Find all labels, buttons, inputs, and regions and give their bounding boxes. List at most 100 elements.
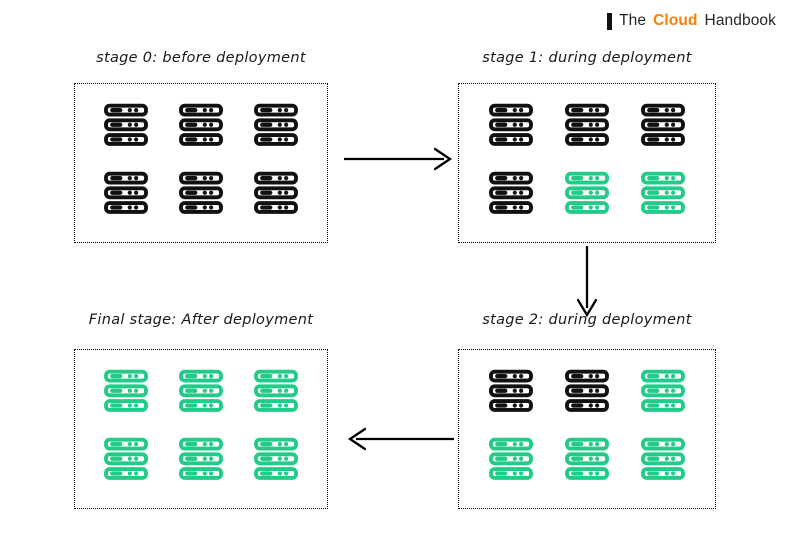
server-indicator-dot	[512, 190, 517, 195]
server-indicator-dot	[134, 456, 139, 461]
server-status-pill	[495, 190, 508, 195]
server-indicator-dot	[277, 190, 282, 195]
server-status-pill	[185, 388, 198, 393]
server-rack-icon	[179, 437, 223, 480]
server-status-pill	[110, 456, 123, 461]
server-indicator-dot	[283, 108, 288, 113]
server-indicator-dot	[671, 456, 676, 461]
server-indicator-dot	[134, 137, 139, 142]
server-rack-icon	[565, 437, 609, 480]
server-indicator-dot	[128, 388, 133, 393]
server-status-pill	[647, 403, 660, 408]
server-indicator-dot	[588, 137, 593, 142]
server-status-pill	[259, 388, 273, 393]
server-cell	[484, 101, 538, 155]
server-tier-outline	[253, 452, 298, 466]
server-tier-outline	[104, 467, 149, 480]
server-tier-outline	[641, 437, 685, 451]
server-indicator-dot	[595, 176, 600, 181]
server-grid-2	[459, 350, 715, 508]
server-tier-outline	[253, 399, 298, 412]
server-indicator-dot	[512, 456, 517, 461]
server-indicator-dot	[202, 456, 207, 461]
server-status-pill	[647, 442, 660, 447]
server-indicator-dot	[588, 205, 593, 210]
server-rack-icon	[641, 437, 685, 480]
server-tier-outline	[565, 452, 609, 466]
server-indicator-dot	[277, 122, 282, 127]
server-indicator-dot	[283, 442, 288, 447]
server-indicator-dot	[277, 403, 282, 408]
server-tier-outline	[641, 467, 685, 480]
server-tier-outline	[179, 452, 223, 466]
server-tier-outline	[179, 369, 223, 383]
server-indicator-dot	[595, 388, 600, 393]
server-tier-outline	[253, 133, 298, 146]
server-status-pill	[495, 108, 508, 113]
server-indicator-dot	[664, 456, 669, 461]
server-tier-outline	[253, 103, 298, 117]
server-rack-icon	[104, 369, 149, 412]
server-indicator-dot	[128, 108, 133, 113]
server-indicator-dot	[519, 374, 524, 379]
server-cell	[636, 367, 690, 421]
server-tier-outline	[489, 369, 533, 383]
server-indicator-dot	[671, 176, 676, 181]
server-indicator-dot	[519, 190, 524, 195]
server-indicator-dot	[671, 122, 676, 127]
server-indicator-dot	[209, 122, 214, 127]
server-status-pill	[647, 190, 660, 195]
server-indicator-dot	[671, 374, 676, 379]
server-tier-outline	[253, 201, 298, 214]
server-tier-outline	[179, 384, 223, 398]
server-tier-outline	[565, 133, 609, 146]
server-indicator-dot	[202, 176, 207, 181]
server-rack-icon	[179, 369, 223, 412]
server-status-pill	[647, 122, 660, 127]
stage-panel-final: Final stage: After deployment	[74, 312, 328, 512]
server-cell	[99, 367, 153, 421]
server-tier-outline	[104, 171, 149, 185]
server-status-pill	[571, 442, 584, 447]
stage-panel-0: stage 0: before deployment	[74, 50, 328, 246]
server-indicator-dot	[588, 190, 593, 195]
server-rack-icon	[253, 171, 298, 214]
server-tier-outline	[253, 118, 298, 132]
server-status-pill	[495, 176, 508, 181]
server-status-pill	[571, 190, 584, 195]
server-tier-outline	[179, 171, 223, 185]
server-indicator-dot	[134, 176, 139, 181]
server-indicator-dot	[519, 388, 524, 393]
server-indicator-dot	[671, 190, 676, 195]
server-indicator-dot	[209, 442, 214, 447]
stage-box-2	[458, 349, 716, 509]
server-indicator-dot	[202, 108, 207, 113]
server-indicator-dot	[134, 471, 139, 476]
server-cell	[249, 435, 303, 489]
server-status-pill	[259, 205, 273, 210]
server-indicator-dot	[595, 471, 600, 476]
server-indicator-dot	[519, 108, 524, 113]
server-rack-icon	[641, 103, 685, 146]
server-status-pill	[110, 388, 123, 393]
server-status-pill	[185, 137, 198, 142]
server-indicator-dot	[202, 205, 207, 210]
server-cell	[636, 435, 690, 489]
server-indicator-dot	[671, 388, 676, 393]
server-indicator-dot	[283, 388, 288, 393]
server-tier-outline	[104, 369, 149, 383]
server-status-pill	[259, 374, 273, 379]
server-indicator-dot	[277, 176, 282, 181]
server-indicator-dot	[128, 471, 133, 476]
server-indicator-dot	[128, 190, 133, 195]
server-tier-outline	[489, 384, 533, 398]
server-rack-icon	[179, 171, 223, 214]
server-indicator-dot	[134, 442, 139, 447]
server-indicator-dot	[209, 471, 214, 476]
server-cell	[174, 367, 228, 421]
server-status-pill	[571, 388, 584, 393]
server-status-pill	[185, 471, 198, 476]
server-tier-outline	[253, 186, 298, 200]
server-status-pill	[647, 471, 660, 476]
stage-label-2: stage 2: during deployment	[482, 312, 692, 328]
